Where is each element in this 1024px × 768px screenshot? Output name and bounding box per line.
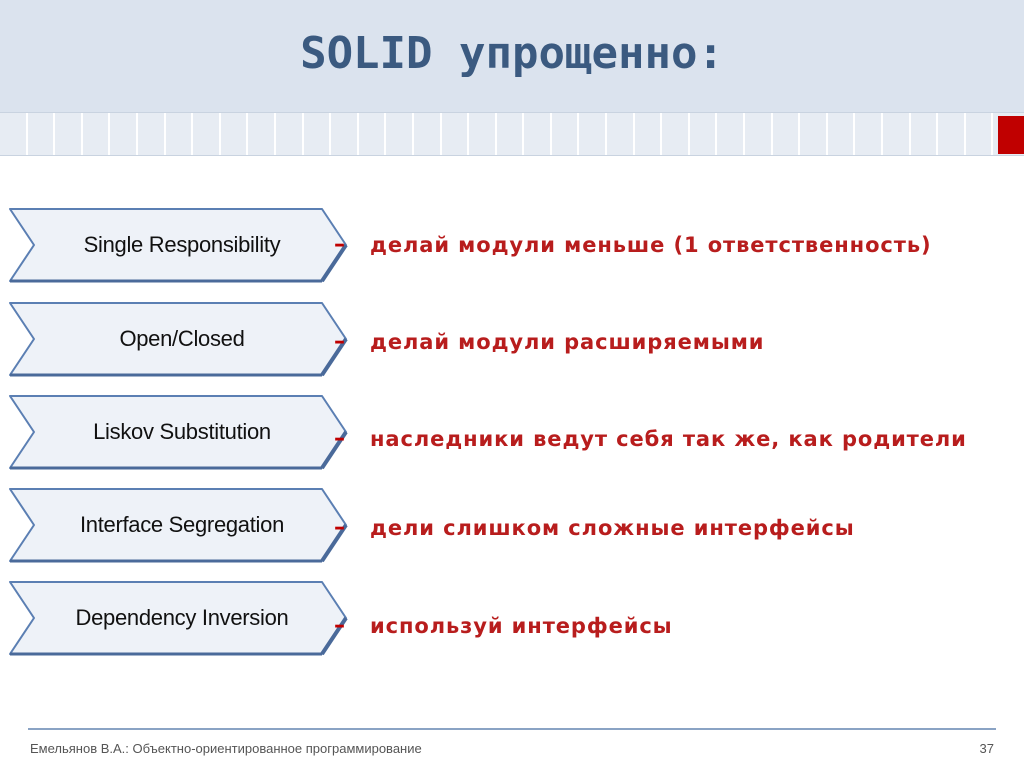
red-accent-block [998,116,1024,154]
principle-row: Dependency Inversion [6,578,350,658]
chevron-shape [9,395,348,470]
chevron-shape [9,208,348,283]
decorative-band [0,112,1024,156]
principle-row: Liskov Substitution [6,392,350,472]
principle-name: Single Responsibility [83,232,281,257]
chevron-shape [9,302,348,377]
dash-separator: – [334,515,345,540]
principle-description: делай модули меньше (1 ответственность) [370,233,932,257]
slide-title: SOLID упрощенно: [300,28,724,79]
principle-name: Dependency Inversion [75,605,289,630]
dash-separator: – [334,613,345,638]
principle-description: делай модули расширяемыми [370,330,765,354]
dash-separator: – [334,426,345,451]
footer-author: Емельянов В.А.: Объектно-ориентированное… [30,741,422,756]
principle-row: Interface Segregation [6,485,350,565]
chevron-shape [9,488,348,563]
principle-description: дели слишком сложные интерфейсы [370,516,855,540]
dash-separator: – [334,329,345,354]
dash-separator: – [334,232,345,257]
principle-name: Open/Closed [119,326,245,351]
principle-row: Open/Closed [6,299,350,379]
principle-description: используй интерфейсы [370,614,673,638]
principle-row: Single Responsibility [6,205,350,285]
principle-description: наследники ведут себя так же, как родите… [370,427,967,451]
principle-name: Interface Segregation [79,512,285,537]
page-number: 37 [979,741,994,756]
principle-name: Liskov Substitution [93,419,271,444]
footer-divider [28,728,996,730]
chevron-shape [9,581,348,656]
slide-header: SOLID упрощенно: [0,0,1024,112]
